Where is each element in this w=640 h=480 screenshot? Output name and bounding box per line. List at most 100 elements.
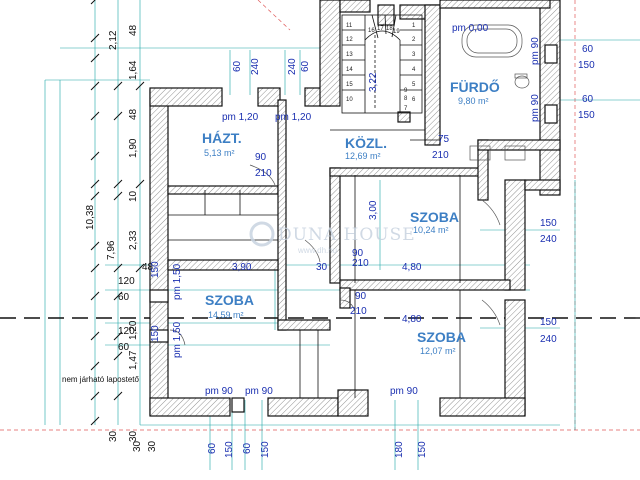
room-name-szoba-3: SZOBA bbox=[417, 329, 466, 345]
stair-step-9: 9 bbox=[404, 88, 408, 94]
pm-label-000: pm 0,00 bbox=[452, 23, 489, 34]
room-name-szoba-1: SZOBA bbox=[410, 209, 459, 225]
dim-90-haztart: 90 bbox=[255, 152, 267, 163]
pm-label-furdo-a: pm 90 bbox=[530, 37, 541, 65]
room-area-szoba-3: 12,07 m² bbox=[420, 346, 456, 356]
dim-60-a: 60 bbox=[232, 60, 243, 72]
dim-210-kozl: 210 bbox=[432, 150, 449, 161]
interior-lines bbox=[168, 129, 461, 398]
bdim-150-b: 150 bbox=[260, 441, 271, 458]
dim-240-b: 240 bbox=[287, 58, 298, 75]
vdim-120-c: 1,20 bbox=[128, 320, 139, 340]
vdim-120-b: 120 bbox=[118, 326, 135, 337]
stair-step-15: 15 bbox=[346, 82, 353, 88]
stair-step-12: 12 bbox=[346, 37, 353, 43]
vdim-48-c: 48 bbox=[142, 262, 154, 273]
stair-step-2: 2 bbox=[412, 37, 416, 43]
walls bbox=[149, 0, 561, 417]
vdim-48-b: 48 bbox=[128, 108, 139, 120]
dim-150-szoba3: 150 bbox=[540, 317, 557, 328]
stair-step-7: 7 bbox=[404, 106, 408, 112]
dim-90-lower: 90 bbox=[355, 291, 367, 302]
stair-step-11: 11 bbox=[346, 23, 353, 29]
dim-210-lower: 210 bbox=[350, 306, 367, 317]
room-area-szoba-2: 14,59 m² bbox=[208, 310, 244, 320]
watermark-brand: DUNA HOUSE bbox=[278, 225, 416, 245]
room-area-kozl: 12,69 m² bbox=[345, 151, 381, 161]
vdim-164: 1,64 bbox=[128, 60, 139, 80]
watermark: DUNA HOUSE www.dh.hu bbox=[249, 221, 416, 255]
dim-240-szoba1: 240 bbox=[540, 234, 557, 245]
pm-label-150-a: pm 1,50 bbox=[172, 263, 183, 300]
stair-step-1: 1 bbox=[412, 23, 416, 29]
dim-390: 3,90 bbox=[232, 262, 252, 273]
vdim-48-a: 48 bbox=[128, 24, 139, 36]
room-area-szoba-1: 10,24 m² bbox=[413, 225, 449, 235]
dim-300: 3,00 bbox=[368, 200, 379, 220]
bdim-60-a: 60 bbox=[207, 442, 218, 454]
stair-step-4: 4 bbox=[412, 67, 416, 73]
pm-label-150-b: pm 1,50 bbox=[172, 321, 183, 358]
dim-right-150-1: 150 bbox=[578, 60, 595, 71]
stair-step-18: 18 bbox=[386, 26, 393, 32]
vdim-147: 1,47 bbox=[128, 350, 139, 370]
bathroom-fixtures bbox=[461, 24, 530, 161]
vdim-796: 7,96 bbox=[106, 240, 117, 260]
dim-480-a: 4,80 bbox=[402, 262, 422, 273]
vdim-190: 1,90 bbox=[128, 138, 139, 158]
vdim-30-a: 30 bbox=[108, 430, 119, 442]
dim-240-a: 240 bbox=[250, 58, 261, 75]
dim-60-b: 60 bbox=[300, 60, 311, 72]
vdim-150-left-b: 150 bbox=[150, 325, 161, 342]
pm-label-bottom-a: pm 90 bbox=[205, 386, 233, 397]
roof-note: nem járható lapostető bbox=[62, 375, 139, 384]
dim-right-150-2: 150 bbox=[578, 110, 595, 121]
dim-right-60-2: 60 bbox=[582, 94, 594, 105]
dim-right-60-1: 60 bbox=[582, 44, 594, 55]
stair-height-label: 3,22 bbox=[368, 72, 379, 92]
dim-210-haztart: 210 bbox=[255, 168, 272, 179]
dim-240-szoba3: 240 bbox=[540, 334, 557, 345]
stair-step-10: 10 bbox=[346, 97, 353, 103]
bdim-60-b: 60 bbox=[242, 442, 253, 454]
stair-step-5: 5 bbox=[412, 82, 416, 88]
dim-480-b: 4,80 bbox=[402, 314, 422, 325]
pm-label-bottom-b: pm 90 bbox=[245, 386, 273, 397]
vdim-30-b: 30 bbox=[128, 430, 139, 442]
door-swings bbox=[169, 164, 501, 346]
pm-label-120-a: pm 1,20 bbox=[222, 112, 259, 123]
dim-75: 75 bbox=[438, 134, 450, 145]
room-area-haztart: 5,13 m² bbox=[204, 148, 235, 158]
bdim-150-a: 150 bbox=[224, 441, 235, 458]
bdim-30-a: 30 bbox=[132, 440, 143, 452]
stair-step-17: 17 bbox=[377, 26, 384, 32]
room-area-furdo: 9,80 m² bbox=[458, 96, 489, 106]
watermark-url: www.dh.hu bbox=[297, 246, 337, 255]
vdim-60-a: 60 bbox=[118, 292, 130, 303]
vdim-212: 2,12 bbox=[108, 30, 119, 50]
pm-label-furdo-b: pm 90 bbox=[530, 94, 541, 122]
vdim-120-a: 120 bbox=[118, 276, 135, 287]
stair-step-13: 13 bbox=[346, 52, 353, 58]
stair-step-6: 6 bbox=[412, 97, 416, 103]
vdim-60-b: 60 bbox=[118, 342, 130, 353]
dim-150-szoba1: 150 bbox=[540, 218, 557, 229]
dim-90-mid: 90 bbox=[352, 248, 364, 259]
vdim-150-left-a: 150 bbox=[150, 261, 161, 278]
bdim-150-c: 150 bbox=[417, 441, 428, 458]
dim-30: 30 bbox=[316, 262, 328, 273]
vdim-10: 10 bbox=[128, 190, 139, 202]
bdim-180: 180 bbox=[394, 441, 405, 458]
room-name-furdo: FÜRDŐ bbox=[450, 78, 500, 95]
room-name-haztart: HÁZT. bbox=[202, 130, 242, 146]
stair-step-8: 8 bbox=[404, 96, 408, 102]
vdim-1038: 10,38 bbox=[85, 205, 96, 230]
dim-210-mid: 210 bbox=[352, 258, 369, 269]
stair-step-16: 16 bbox=[368, 28, 375, 34]
stair-step-14: 14 bbox=[346, 67, 353, 73]
vdim-233: 2,33 bbox=[128, 230, 139, 250]
room-name-kozl: KÖZL. bbox=[345, 135, 387, 151]
pm-label-bottom-c: pm 90 bbox=[390, 386, 418, 397]
room-name-szoba-2: SZOBA bbox=[205, 292, 254, 308]
